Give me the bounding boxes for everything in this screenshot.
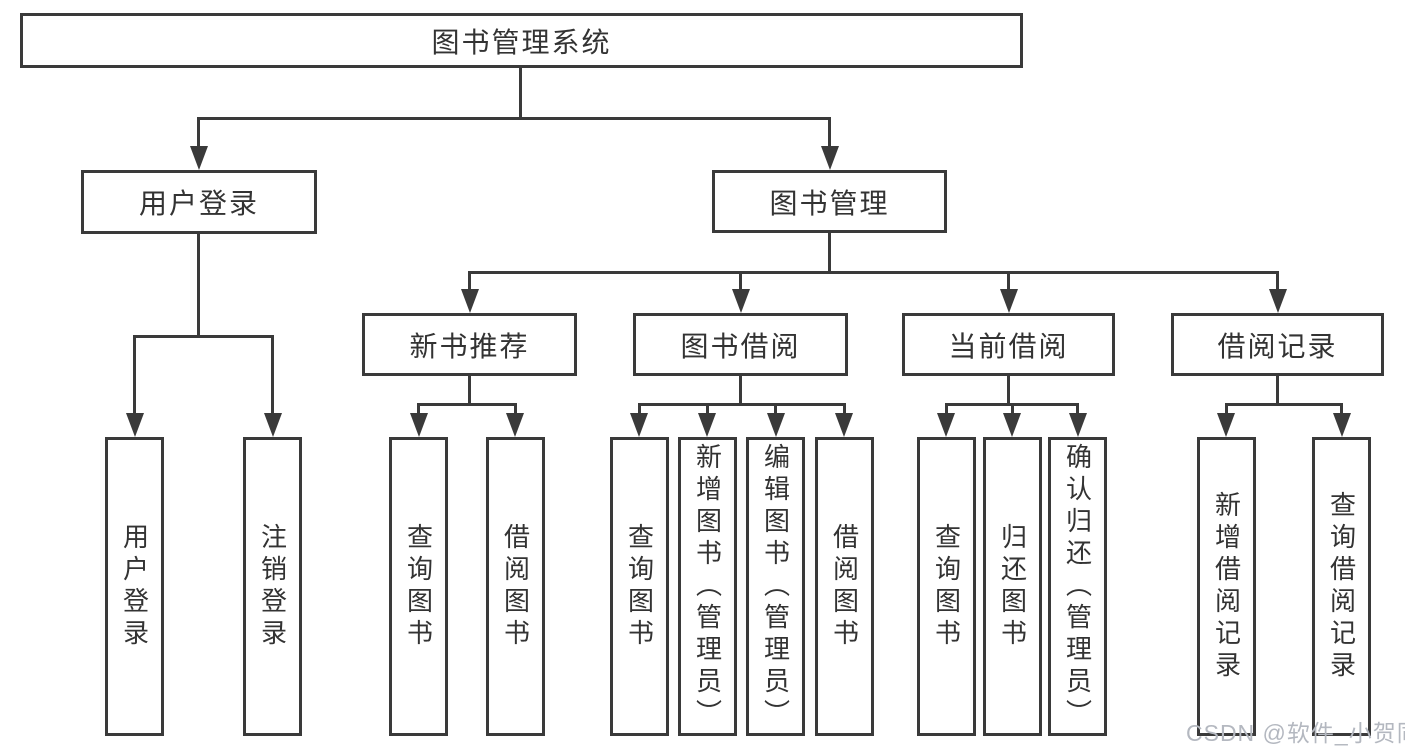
connector-line (417, 403, 517, 406)
leaf-return-books: 归还图书 (983, 437, 1042, 736)
connector-line (1276, 271, 1279, 292)
arrow-down (1269, 289, 1287, 313)
arrow-down (1000, 289, 1018, 313)
node-current-borrow: 当前借阅 (902, 313, 1115, 376)
arrow-down (698, 413, 716, 437)
leaf-label: 查询图书 (931, 522, 962, 651)
leaf-borrow-books: 借阅图书 (815, 437, 874, 736)
node-label: 图书借阅 (680, 330, 801, 362)
arrow-down (190, 146, 208, 170)
connector-line (1007, 271, 1010, 292)
leaf-label: 查询图书 (403, 522, 434, 651)
csdn-watermark: CSDN @软件_小贺同学 (1186, 720, 1405, 746)
arrow-down (732, 289, 750, 313)
connector-line (774, 403, 777, 417)
arrow-down (767, 413, 785, 437)
leaf-add-borrow-record: 新增借阅记录 (1197, 437, 1256, 736)
arrow-down (1003, 413, 1021, 437)
connector-line (638, 403, 846, 406)
leaf-logout: 注销登录 (243, 437, 302, 736)
arrow-down (410, 413, 428, 437)
arrow-down (506, 413, 524, 437)
leaf-label: 确认归还（管理员） (1062, 442, 1093, 731)
leaf-add-books-admin: 新增图书（管理员） (678, 437, 737, 736)
connector-line (468, 271, 1279, 274)
leaf-label: 借阅图书 (829, 522, 860, 651)
leaf-user-login: 用户登录 (105, 437, 164, 736)
leaf-borrow-query-books: 查询图书 (610, 437, 669, 736)
leaf-label: 编辑图书（管理员） (760, 442, 791, 731)
connector-line (133, 335, 274, 338)
leaf-current-query-books: 查询图书 (917, 437, 976, 736)
leaf-edit-books-admin: 编辑图书（管理员） (746, 437, 805, 736)
connector-line (706, 403, 709, 417)
connector-line (638, 403, 641, 417)
connector-line (1007, 375, 1010, 406)
node-book-management: 图书管理 (712, 170, 947, 233)
connector-line (1011, 403, 1014, 417)
connector-line (519, 65, 522, 118)
connector-line (1276, 375, 1279, 406)
arrow-down (835, 413, 853, 437)
leaf-newbook-query-books: 查询图书 (389, 437, 448, 736)
connector-line (828, 117, 831, 149)
node-user-login: 用户登录 (81, 170, 317, 234)
connector-line (828, 232, 831, 274)
connector-line (1225, 403, 1228, 417)
arrow-down (264, 413, 282, 437)
arrow-down (126, 413, 144, 437)
arrow-down (937, 413, 955, 437)
node-new-book-recommend: 新书推荐 (362, 313, 577, 376)
arrow-down (1217, 413, 1235, 437)
node-root-library-management-system: 图书管理系统 (20, 13, 1023, 68)
arrow-down (461, 289, 479, 313)
leaf-confirm-return-admin: 确认归还（管理员） (1048, 437, 1107, 736)
connector-line (468, 271, 471, 292)
node-book-borrow: 图书借阅 (633, 313, 848, 376)
connector-line (514, 403, 517, 417)
leaf-label: 用户登录 (119, 522, 150, 651)
connector-line (945, 403, 948, 417)
leaf-label: 查询借阅记录 (1326, 490, 1357, 683)
leaf-newbook-borrow-books: 借阅图书 (486, 437, 545, 736)
node-label: 图书管理 (769, 187, 890, 219)
connector-line (1225, 403, 1343, 406)
connector-line (468, 375, 471, 406)
leaf-label: 新增借阅记录 (1211, 490, 1242, 683)
arrow-down (630, 413, 648, 437)
connector-line (197, 117, 200, 149)
arrow-down (1333, 413, 1351, 437)
leaf-label: 归还图书 (997, 522, 1028, 651)
connector-line (271, 335, 274, 415)
leaf-query-borrow-record: 查询借阅记录 (1312, 437, 1371, 736)
node-borrow-records: 借阅记录 (1171, 313, 1384, 376)
node-label: 当前借阅 (948, 330, 1069, 362)
leaf-label: 注销登录 (257, 522, 288, 651)
connector-line (1340, 403, 1343, 417)
connector-line (197, 117, 831, 120)
leaf-label: 借阅图书 (500, 522, 531, 651)
leaf-label: 查询图书 (624, 522, 655, 651)
connector-line (739, 375, 742, 406)
node-label: 借阅记录 (1217, 330, 1338, 362)
leaf-label: 新增图书（管理员） (692, 442, 723, 731)
node-label: 用户登录 (138, 188, 259, 219)
connector-line (739, 271, 742, 292)
arrow-down (1069, 413, 1087, 437)
connector-line (417, 403, 420, 417)
arrow-down (821, 146, 839, 170)
connector-line (1076, 403, 1079, 417)
connector-line (843, 403, 846, 417)
connector-line (197, 233, 200, 337)
node-label: 图书管理系统 (431, 26, 612, 58)
node-label: 新书推荐 (409, 330, 530, 362)
connector-line (133, 335, 136, 415)
